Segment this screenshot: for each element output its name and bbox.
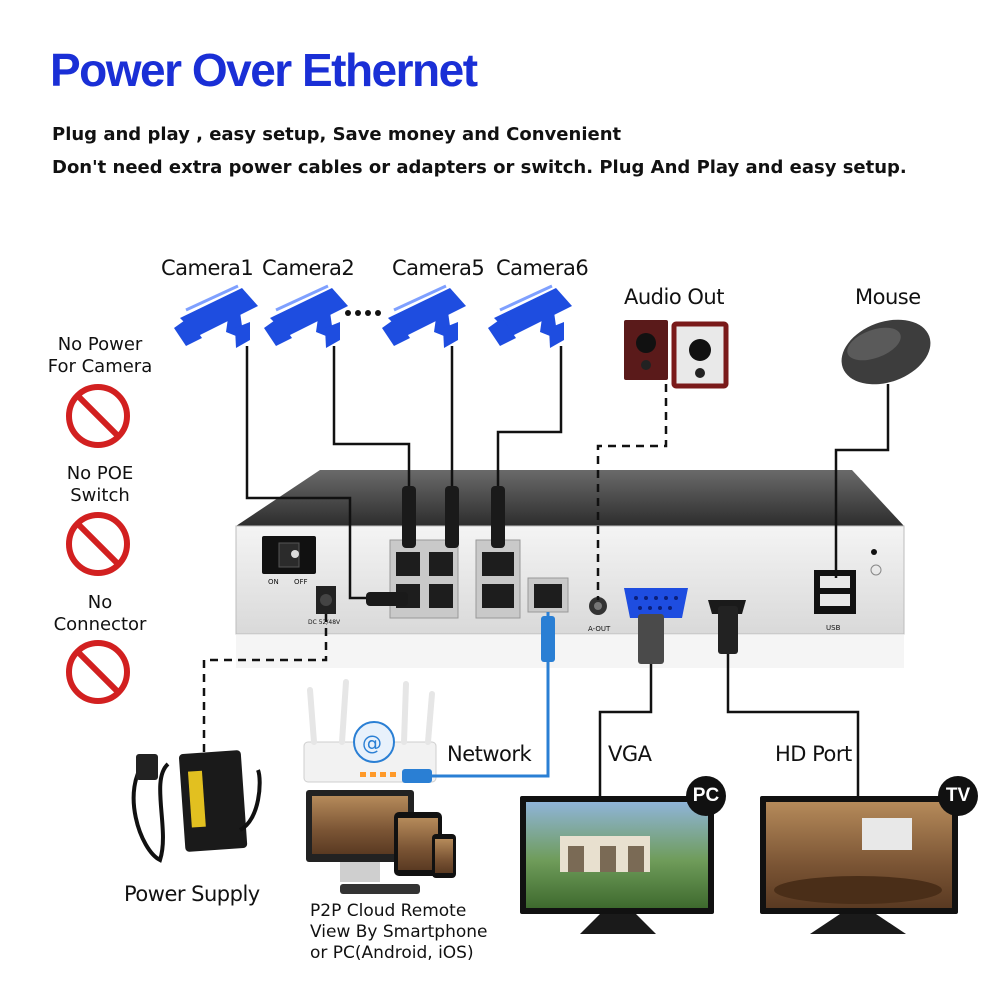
p2p-line-2: View By Smartphone (310, 922, 488, 942)
no-connector-line-1: No (87, 592, 113, 613)
vga-label: VGA (608, 742, 652, 766)
no-poe-switch-label: No POE Switch (40, 463, 160, 507)
no-connector-label: No Connector (40, 592, 160, 636)
subtitle-line-1: Plug and play , easy setup, Save money a… (52, 124, 622, 145)
switch-on-label: ON (268, 578, 279, 586)
pc-badge: PC (686, 776, 726, 816)
usb-label: USB (826, 624, 841, 632)
mouse-label: Mouse (855, 285, 921, 309)
camera-label-2: Camera2 (262, 256, 355, 280)
subtitle-line-2: Don't need extra power cables or adapter… (52, 157, 907, 178)
network-label: Network (447, 742, 532, 766)
tv-badge: TV (938, 776, 978, 816)
no-power-line-1: No Power (57, 334, 143, 355)
camera-label-1: Camera1 (161, 256, 254, 280)
no-power-label: No Power For Camera (40, 334, 160, 378)
p2p-line-1: P2P Cloud Remote (310, 901, 467, 921)
dc-label: DC 52/48V (308, 619, 341, 626)
aout-label: A-OUT (588, 625, 611, 633)
hd-port-label: HD Port (775, 742, 852, 766)
camera-label-5: Camera5 (392, 256, 485, 280)
no-connector-line-2: Connector (53, 614, 147, 635)
no-poe-line-1: No POE (66, 463, 134, 484)
p2p-line-3: or PC(Android, iOS) (310, 943, 474, 963)
power-supply-label: Power Supply (124, 882, 260, 906)
page-title: Power Over Ethernet (50, 44, 478, 96)
no-poe-line-2: Switch (70, 485, 130, 506)
camera-label-6: Camera6 (496, 256, 589, 280)
svg-text:@: @ (362, 731, 382, 755)
switch-off-label: OFF (294, 578, 308, 586)
no-power-line-2: For Camera (47, 356, 153, 377)
audio-out-label: Audio Out (624, 285, 724, 309)
